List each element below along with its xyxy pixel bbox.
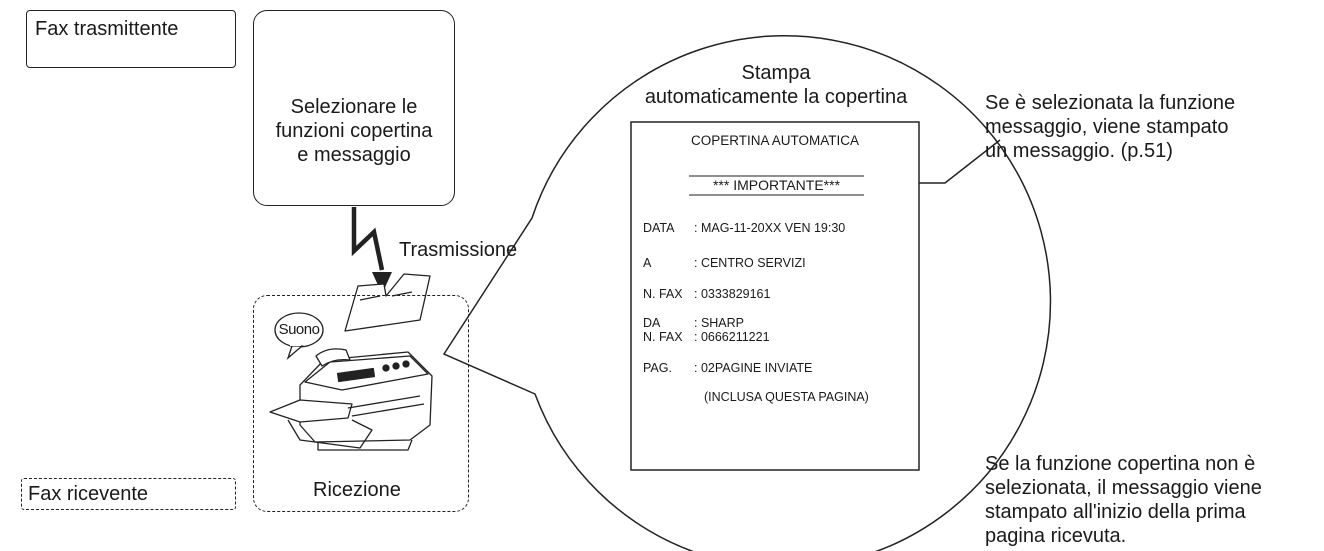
cover-fields: DATA : MAG-11-20XX VEN 19:30 A : CENTRO … <box>643 0 913 470</box>
from-value: : SHARP <box>694 316 745 330</box>
transmission-label: Trasmissione <box>399 239 518 261</box>
select-functions-box: Selezionare le funzioni copertina e mess… <box>253 10 455 206</box>
pages-value: : 02PAGINE INVIATE <box>694 361 813 375</box>
print-cover-line-2: automaticamente la copertina <box>644 86 908 108</box>
date-key: DATA <box>643 221 675 235</box>
date-value: : MAG-11-20XX VEN 19:30 <box>694 221 846 235</box>
select-functions-line-3: e messaggio <box>297 144 411 166</box>
pages-key: PAG. <box>643 361 672 375</box>
sending-fax-label: Fax trasmittente <box>35 18 179 40</box>
to-key: A <box>643 256 652 270</box>
from-fax-value: : 0666211221 <box>694 330 770 344</box>
no-cover-note: Se la funzione copertina non è seleziona… <box>985 452 1262 548</box>
receiving-fax-label: Fax ricevente <box>28 483 149 505</box>
fax-machine-icon <box>269 273 433 451</box>
cover-title: COPERTINA AUTOMATICA <box>690 133 860 148</box>
fax-value: : 0333829161 <box>694 287 771 301</box>
print-cover-line-1: Stampa <box>741 62 811 84</box>
message-note: Se è selezionata la funzione messaggio, … <box>985 91 1235 163</box>
select-functions-line-2: funzioni copertina <box>275 120 433 142</box>
fax-key: N. FAX <box>643 287 683 301</box>
from-fax-key: N. FAX <box>643 330 683 344</box>
to-value: : CENTRO SERVIZI <box>694 256 806 270</box>
message-note-line-3: un messaggio. (p.51) <box>985 140 1173 162</box>
message-note-line-2: messaggio, viene stampato <box>985 116 1229 138</box>
cover-important: *** IMPORTANTE*** <box>712 177 841 193</box>
sound-label: Suono <box>278 321 320 338</box>
no-cover-note-line-2: selezionata, il messaggio viene <box>985 477 1262 499</box>
receiving-fax-box: Fax ricevente <box>21 478 236 510</box>
sound-bubble <box>274 312 324 361</box>
cover-page-sheet <box>630 121 920 471</box>
no-cover-note-line-3: stampato all'inizio della prima <box>985 501 1246 523</box>
transmission-arrowhead <box>372 272 392 294</box>
pages-note: (INCLUSA QUESTA PAGINA) <box>704 390 869 404</box>
reception-box <box>253 295 469 512</box>
no-cover-note-line-4: pagina ricevuta. <box>985 525 1127 547</box>
reception-label: Ricezione <box>313 479 401 501</box>
sending-fax-box: Fax trasmittente <box>26 10 236 68</box>
no-cover-note-line-1: Se la funzione copertina non è <box>985 453 1256 475</box>
transmission-zigzag <box>351 207 385 271</box>
select-functions-line-1: Selezionare le <box>290 96 418 118</box>
message-note-line-1: Se è selezionata la funzione <box>985 92 1236 114</box>
from-key: DA <box>643 316 661 330</box>
print-cover-heading: Stampa automaticamente la copertina <box>626 61 926 109</box>
